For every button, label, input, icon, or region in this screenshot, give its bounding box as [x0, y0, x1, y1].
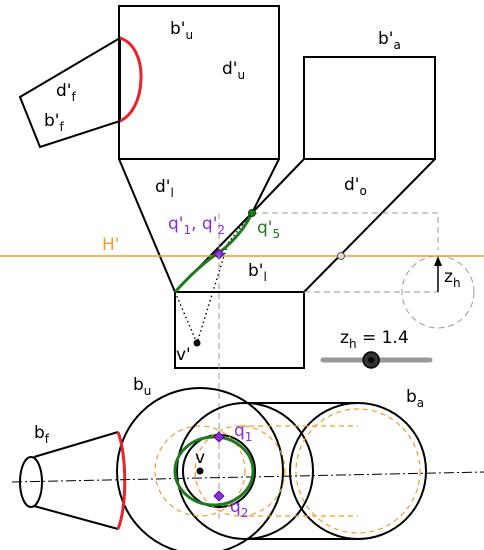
axis-line-top-view	[11, 471, 484, 483]
label-b-a: ba	[406, 387, 424, 410]
label-z-h: zh	[444, 267, 461, 290]
zh-circle	[401, 255, 475, 329]
q2-point	[213, 490, 225, 502]
red-boundary-top	[116, 431, 127, 530]
label-b-f: bf	[34, 423, 50, 446]
q1-point	[213, 431, 225, 443]
middle-circle-top	[176, 402, 314, 540]
label-b-u-prime: b'u	[170, 19, 193, 42]
label-d-o-prime: d'o	[344, 175, 367, 198]
label-q2: q2	[230, 497, 248, 520]
right-box-front	[303, 56, 436, 160]
label-d-f-prime: d'f	[56, 81, 76, 104]
label-d-l-prime: d'l	[155, 177, 174, 200]
v-prime-point	[193, 339, 201, 347]
label-q5-prime: q'5	[257, 218, 280, 241]
slider-label: zh = 1.4	[340, 328, 409, 351]
label-v: v	[195, 448, 205, 468]
v-point	[196, 467, 204, 475]
label-h-prime: H'	[102, 235, 119, 255]
pipe-front-lower-edge	[303, 158, 436, 293]
zh-slider[interactable]	[320, 351, 433, 369]
cone-top-edge	[33, 431, 119, 458]
right-circle-top	[289, 402, 427, 540]
cone-bottom-edge	[33, 505, 119, 530]
label-b-l-prime: b'l	[248, 261, 267, 284]
large-circle-top	[116, 387, 284, 550]
label-b-f-prime: b'f	[44, 111, 64, 134]
label-b-u: bu	[133, 375, 151, 398]
label-q12-prime: q'1, q'2	[168, 214, 225, 237]
construction-dash-upper	[252, 212, 439, 250]
cone-dotted-lines	[174, 242, 229, 346]
orange-circle-1	[154, 425, 246, 517]
red-boundary-front	[119, 36, 143, 123]
slider-knob-inner	[368, 357, 375, 363]
funnel-front	[118, 158, 280, 294]
label-v-prime: v'	[176, 345, 191, 365]
pipe-front-upper-edge	[251, 158, 305, 214]
zh-arrow-head	[434, 256, 442, 266]
lower-box-front	[174, 291, 305, 369]
plane-marker-point	[337, 252, 345, 260]
intersection-curve-top	[173, 435, 255, 507]
orange-circle-3	[295, 408, 421, 534]
label-d-u-prime: d'u	[222, 59, 245, 82]
label-q1: q1	[234, 421, 252, 444]
upper-box-front	[118, 5, 280, 160]
label-b-a-prime: b'a	[378, 29, 401, 52]
q5-prime-point	[248, 209, 256, 217]
